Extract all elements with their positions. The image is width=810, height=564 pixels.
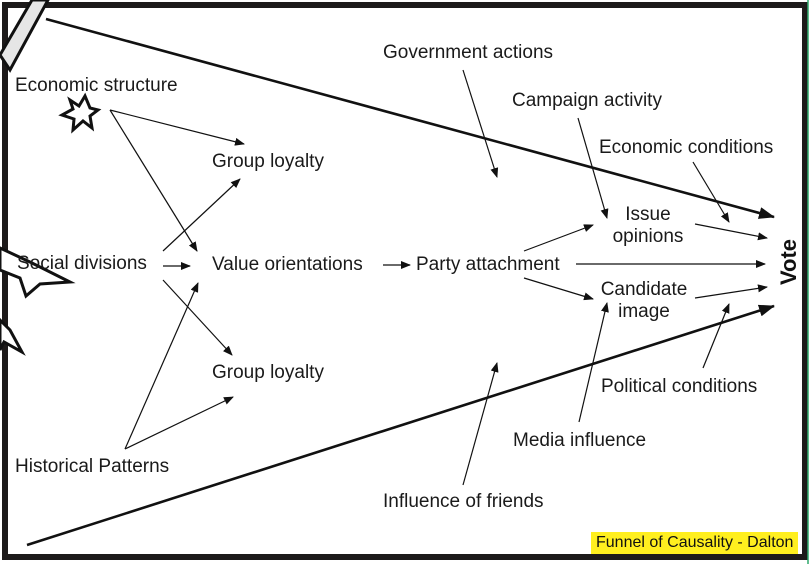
arrow-historical-to-group-bottom (124, 396, 234, 450)
funnel-bottom-line (26, 304, 775, 547)
bird-doodle-icon (0, 246, 76, 299)
node-political-conditions: Political conditions (601, 376, 758, 397)
caption-label: Funnel of Causality - Dalton (591, 532, 799, 554)
arrow-media-influence (578, 302, 609, 423)
vote-label: Vote (775, 238, 801, 286)
arrow-political-conditions (702, 303, 730, 369)
issue-opinions-line1: Issue (625, 204, 671, 225)
arrow-government-actions (462, 69, 499, 178)
arrow-influence-of-friends (462, 362, 499, 486)
star-doodle-icon (58, 92, 102, 134)
doodle-stroke-icon (0, 0, 50, 73)
arrow-campaign-activity (577, 117, 609, 219)
arrow-economic-to-value (109, 109, 198, 252)
candidate-image-line2: image (618, 301, 670, 322)
arrow-historical-to-value (124, 282, 199, 450)
arrow-social-to-group-top (162, 178, 241, 252)
node-candidate-image: Candidate image (592, 279, 696, 323)
node-media-influence: Media influence (513, 430, 647, 451)
wing-doodle-icon (0, 317, 26, 356)
node-group-loyalty-bottom: Group loyalty (212, 362, 324, 383)
arrow-economic-to-group-top (109, 109, 245, 146)
node-vote: Vote (765, 238, 810, 286)
issue-opinions-line2: opinions (612, 226, 684, 247)
arrow-issue-to-vote (694, 223, 768, 241)
arrow-candidate-to-vote (694, 284, 768, 299)
funnel-top-line (45, 17, 775, 219)
node-group-loyalty-top: Group loyalty (212, 151, 324, 172)
node-social-divisions: Social divisions (17, 253, 147, 274)
node-value-orientations: Value orientations (212, 254, 363, 275)
node-campaign-activity: Campaign activity (512, 90, 662, 111)
arrow-social-to-group-bottom (162, 279, 233, 356)
node-party-attachment: Party attachment (416, 254, 560, 275)
node-government-actions: Government actions (383, 42, 554, 63)
node-economic-conditions: Economic conditions (599, 137, 774, 158)
arrow-economic-conditions (692, 161, 730, 223)
arrow-party-to-issue (523, 224, 594, 252)
node-economic-structure: Economic structure (15, 75, 178, 96)
node-issue-opinions: Issue opinions (598, 204, 698, 248)
arrow-party-to-candidate (523, 277, 594, 301)
node-influence-of-friends: Influence of friends (383, 491, 544, 512)
node-historical-patterns: Historical Patterns (15, 456, 170, 477)
candidate-image-line1: Candidate (600, 279, 688, 300)
